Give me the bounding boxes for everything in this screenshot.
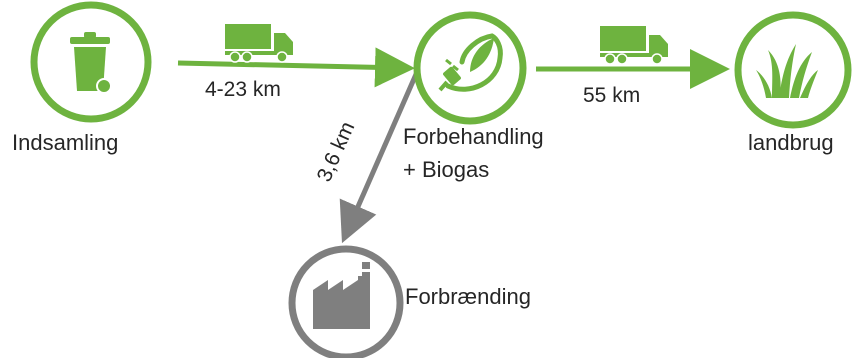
waste-bin-icon: [70, 32, 112, 94]
label-landbrug: landbrug: [748, 130, 834, 155]
node-forbehandling: [413, 11, 527, 125]
truck-icon: [225, 24, 293, 63]
factory-icon: [313, 262, 372, 329]
distance-biogas-to-farm: 55 km: [583, 84, 641, 107]
arrow-collect-to-biogas: [177, 47, 415, 88]
truck-icon: [600, 26, 668, 65]
label-forbraending: Forbrænding: [405, 284, 531, 309]
label-forbehandling: Forbehandling: [403, 124, 544, 149]
node-landbrug: [734, 11, 852, 129]
node-indsamling: [30, 1, 152, 123]
node-forbraending: [288, 245, 404, 358]
arrow-biogas-to-incineration: [339, 70, 420, 244]
leaf-plug-icon: [438, 33, 503, 92]
distance-collect-to-biogas: 4-23 km: [205, 78, 281, 101]
label-biogas: + Biogas: [403, 157, 490, 182]
grass-icon: [756, 44, 818, 98]
label-indsamling: Indsamling: [12, 130, 119, 155]
